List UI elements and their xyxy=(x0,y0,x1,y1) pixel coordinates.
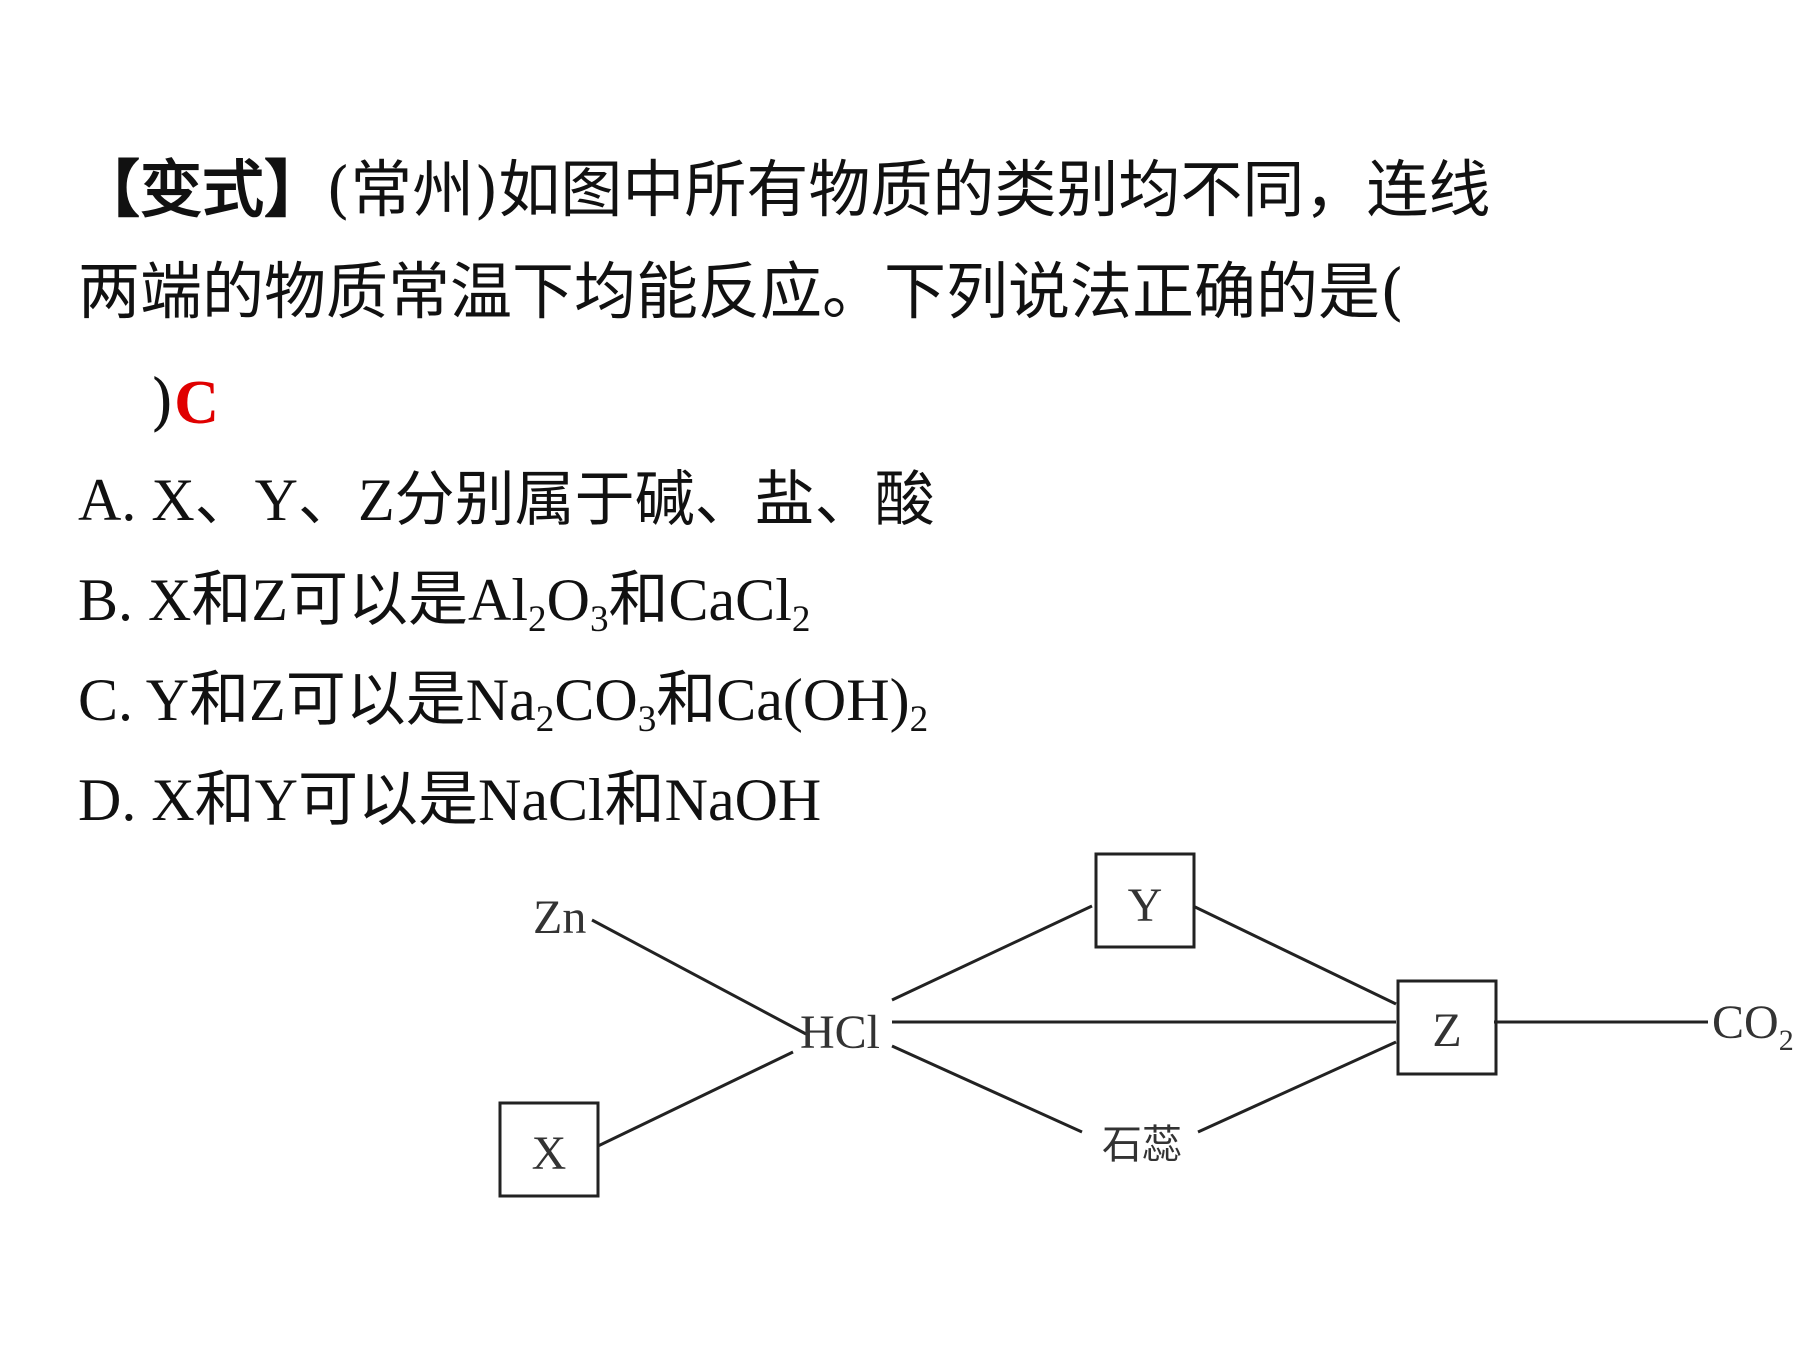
option-c-text: 和Ca(OH) xyxy=(656,667,910,733)
answer-letter: C xyxy=(174,369,219,437)
question-text-1: (常州)如图中所有物质的类别均不同，连线 xyxy=(326,153,1491,226)
box-z xyxy=(1396,979,1498,1076)
label-z: Z xyxy=(1432,1004,1461,1057)
question-text-2: 两端的物质常温下均能反应。下列说法正确的是( xyxy=(78,255,1405,328)
co2-subscript: 2 xyxy=(1779,1024,1794,1057)
label-co2: CO2 xyxy=(1712,996,1794,1057)
option-c-text: C. Y和Z可以是Na xyxy=(78,667,536,733)
line-hcl-y xyxy=(891,904,1093,1002)
box-x xyxy=(498,1101,600,1198)
label-litmus: 石蕊 xyxy=(1102,1122,1182,1168)
option-a: A. X、Y、Z分别属于碱、盐、酸 xyxy=(78,462,935,538)
line-hcl-x xyxy=(597,1050,794,1148)
line-zn-hcl xyxy=(591,918,807,1036)
label-x: X xyxy=(532,1127,567,1180)
subscript: 3 xyxy=(637,699,657,741)
label-y: Y xyxy=(1128,879,1163,932)
option-b-text: O xyxy=(546,567,590,633)
label-hcl: HCl xyxy=(800,1006,880,1059)
question-line-2: 两端的物质常温下均能反应。下列说法正确的是( xyxy=(78,252,1404,332)
subscript: 2 xyxy=(535,699,555,741)
label-zn: Zn xyxy=(533,891,586,944)
answer-paren: ) xyxy=(150,365,175,438)
option-d-text: D. X和Y可以是NaCl和NaOH xyxy=(78,767,822,833)
co2-main: CO xyxy=(1712,996,1779,1049)
line-litmus-z xyxy=(1197,1040,1397,1134)
line-y-z xyxy=(1192,904,1397,1006)
question-line-1: 【变式】(常州)如图中所有物质的类别均不同，连线 xyxy=(78,150,1490,230)
option-b: B. X和Z可以是Al2O3和CaCl2 xyxy=(78,562,810,638)
option-b-text: 和CaCl xyxy=(608,567,792,633)
subscript: 3 xyxy=(589,599,609,641)
option-c: C. Y和Z可以是Na2CO3和Ca(OH)2 xyxy=(78,662,928,738)
line-hcl-litmus xyxy=(891,1044,1083,1134)
option-a-text: A. X、Y、Z分别属于碱、盐、酸 xyxy=(78,467,935,533)
subscript: 2 xyxy=(909,699,929,741)
box-y xyxy=(1094,852,1196,949)
subscript: 2 xyxy=(791,599,811,641)
option-d: D. X和Y可以是NaCl和NaOH xyxy=(78,762,821,838)
answer-line: )C xyxy=(150,362,219,443)
question-tag: 【变式】 xyxy=(78,153,327,226)
option-c-text: CO xyxy=(554,667,638,733)
option-b-text: B. X和Z可以是Al xyxy=(78,567,528,633)
subscript: 2 xyxy=(528,599,547,641)
